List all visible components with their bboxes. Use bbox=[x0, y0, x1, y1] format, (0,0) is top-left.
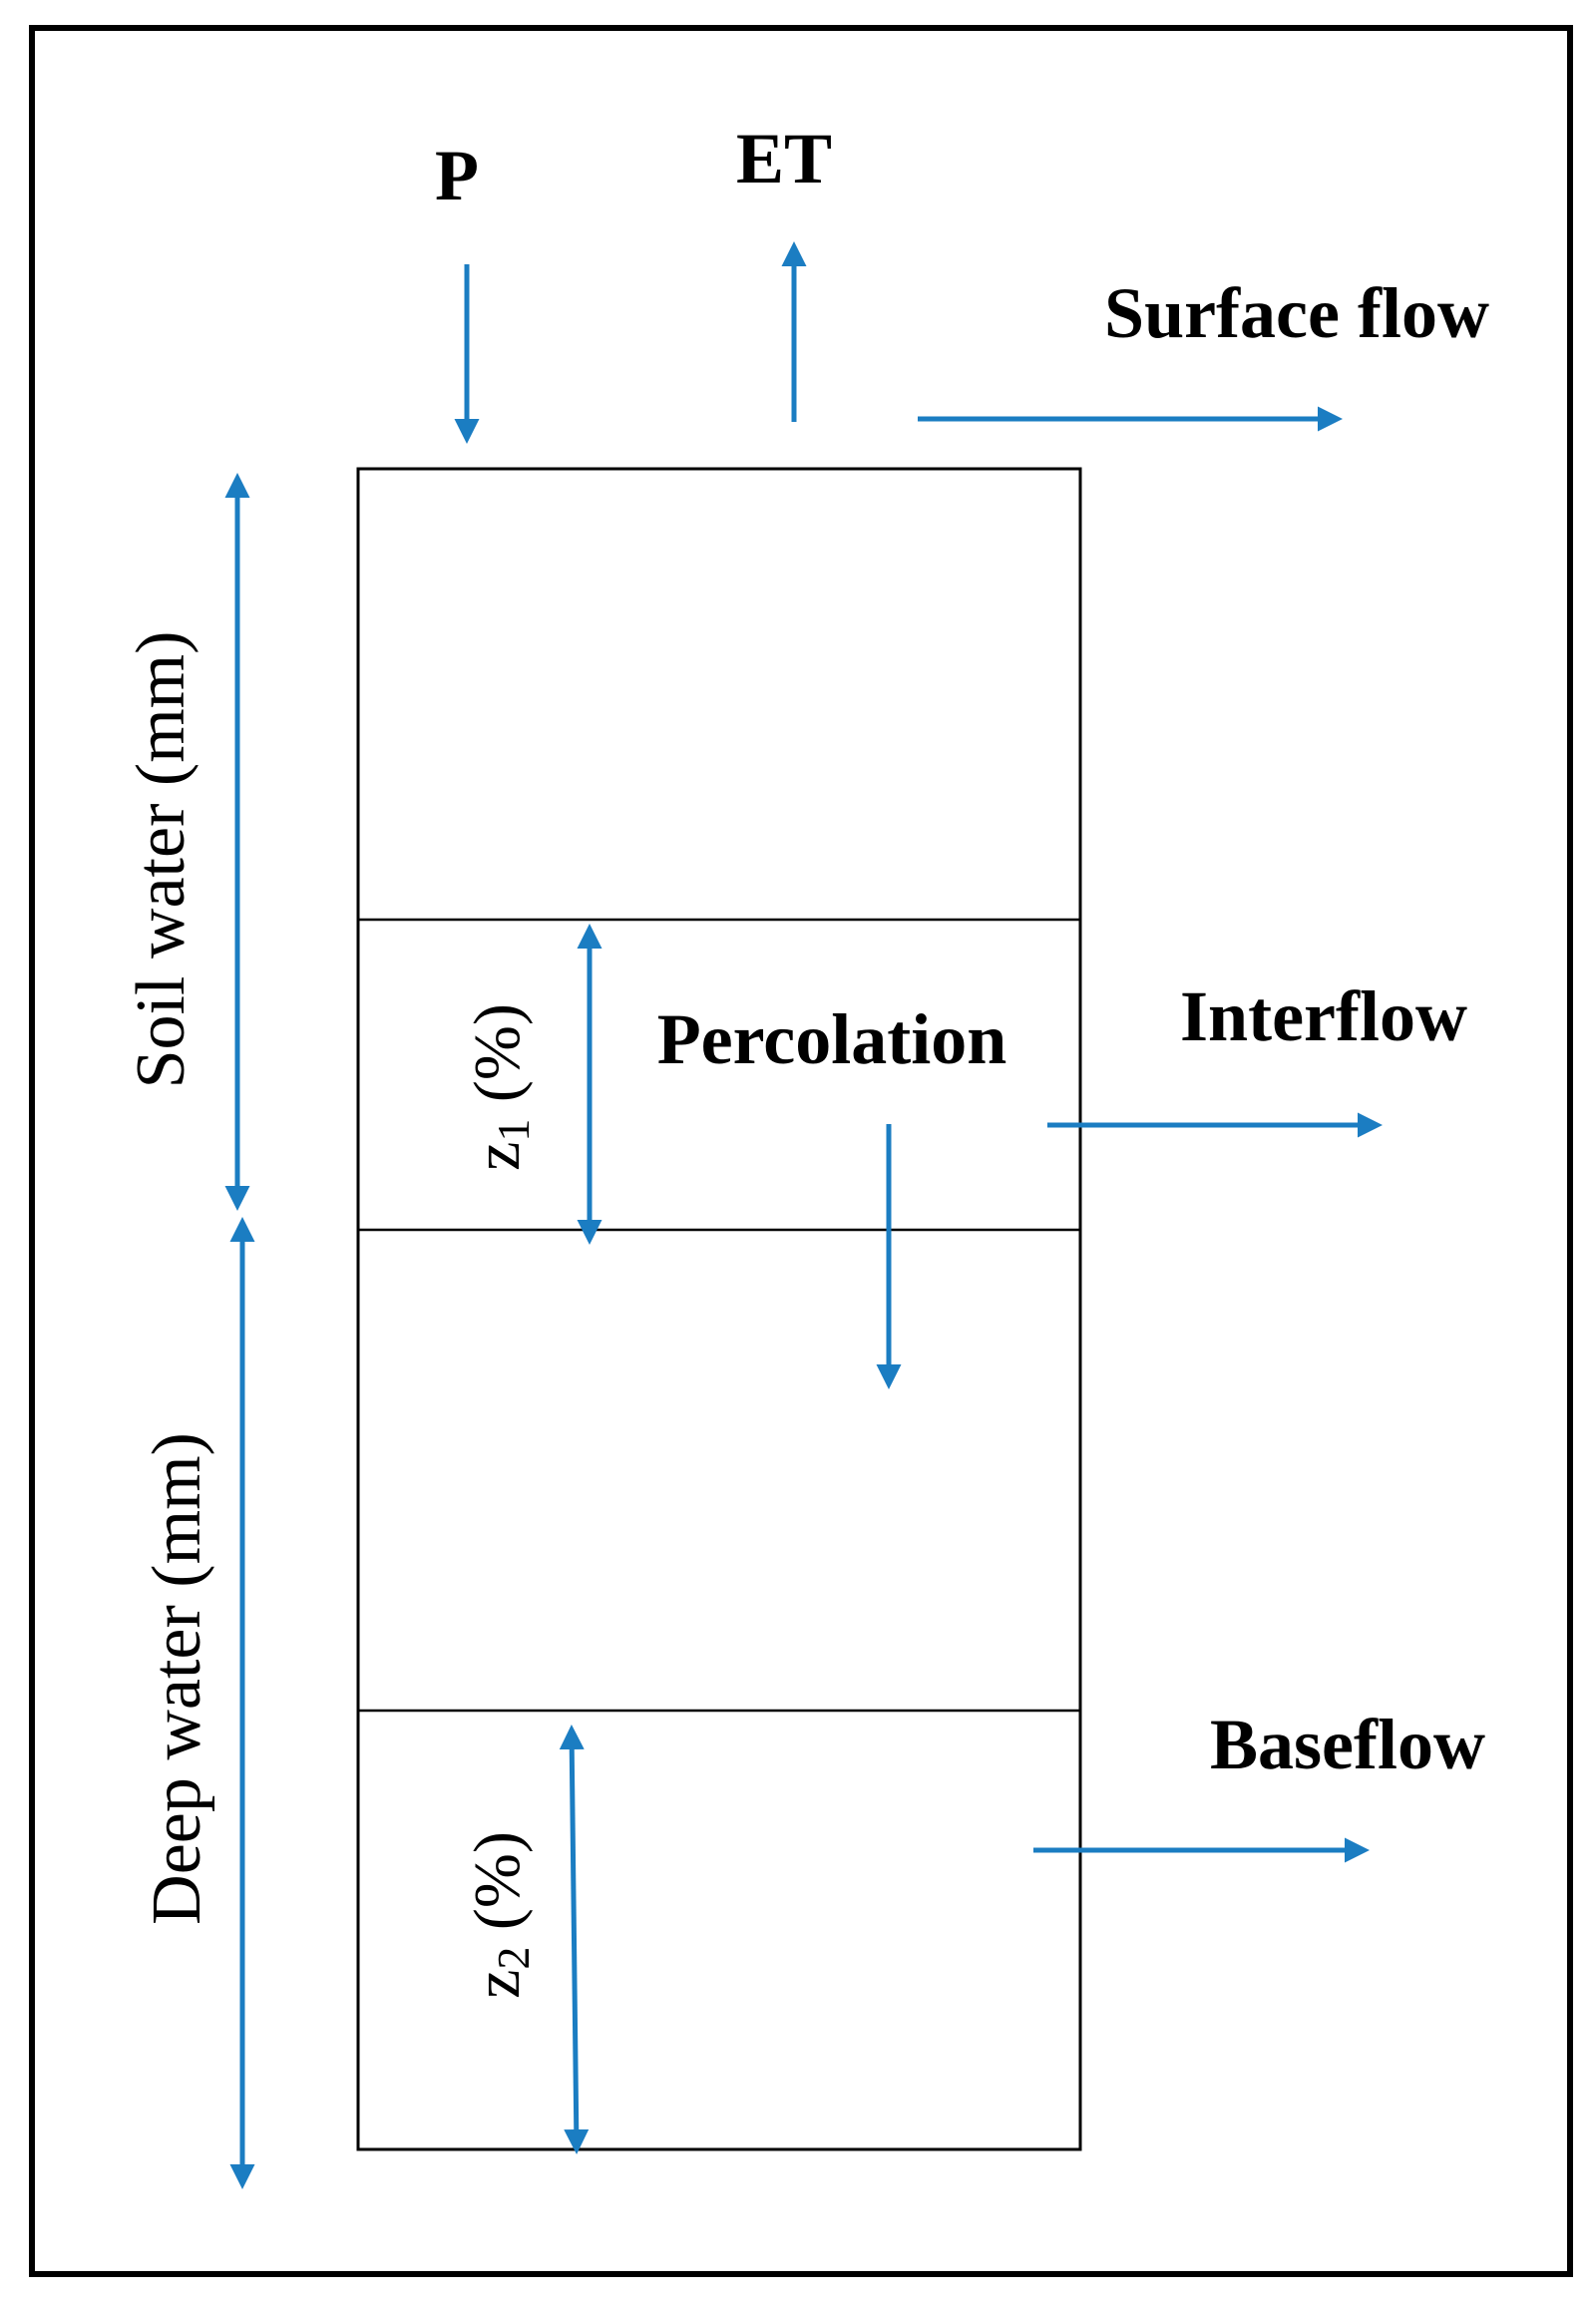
surface-flow-label: Surface flow bbox=[1104, 273, 1489, 353]
percolation-label: Percolation bbox=[657, 999, 1007, 1079]
z1-unit: (%) bbox=[461, 1003, 534, 1118]
z1-label: z1 (%) bbox=[461, 1003, 539, 1171]
soil-column bbox=[356, 467, 1082, 2151]
precipitation-label: P bbox=[435, 136, 479, 215]
interflow-label: Interflow bbox=[1180, 976, 1467, 1056]
z2-label: z2 (%) bbox=[461, 1831, 539, 1999]
deep-water-label: Deep water (mm) bbox=[139, 1432, 215, 1925]
z1-symbol: z bbox=[461, 1142, 534, 1171]
z2-range-arrow bbox=[559, 1725, 590, 2154]
z2-unit: (%) bbox=[461, 1831, 534, 1946]
outer-frame bbox=[29, 25, 1573, 2277]
baseflow-label: Baseflow bbox=[1210, 1705, 1485, 1784]
et-label: ET bbox=[736, 119, 832, 198]
z1-subscript: 1 bbox=[488, 1119, 539, 1142]
soil-water-label: Soil water (mm) bbox=[123, 631, 200, 1089]
z2-subscript: 2 bbox=[488, 1947, 539, 1970]
z2-symbol: z bbox=[461, 1970, 534, 1999]
